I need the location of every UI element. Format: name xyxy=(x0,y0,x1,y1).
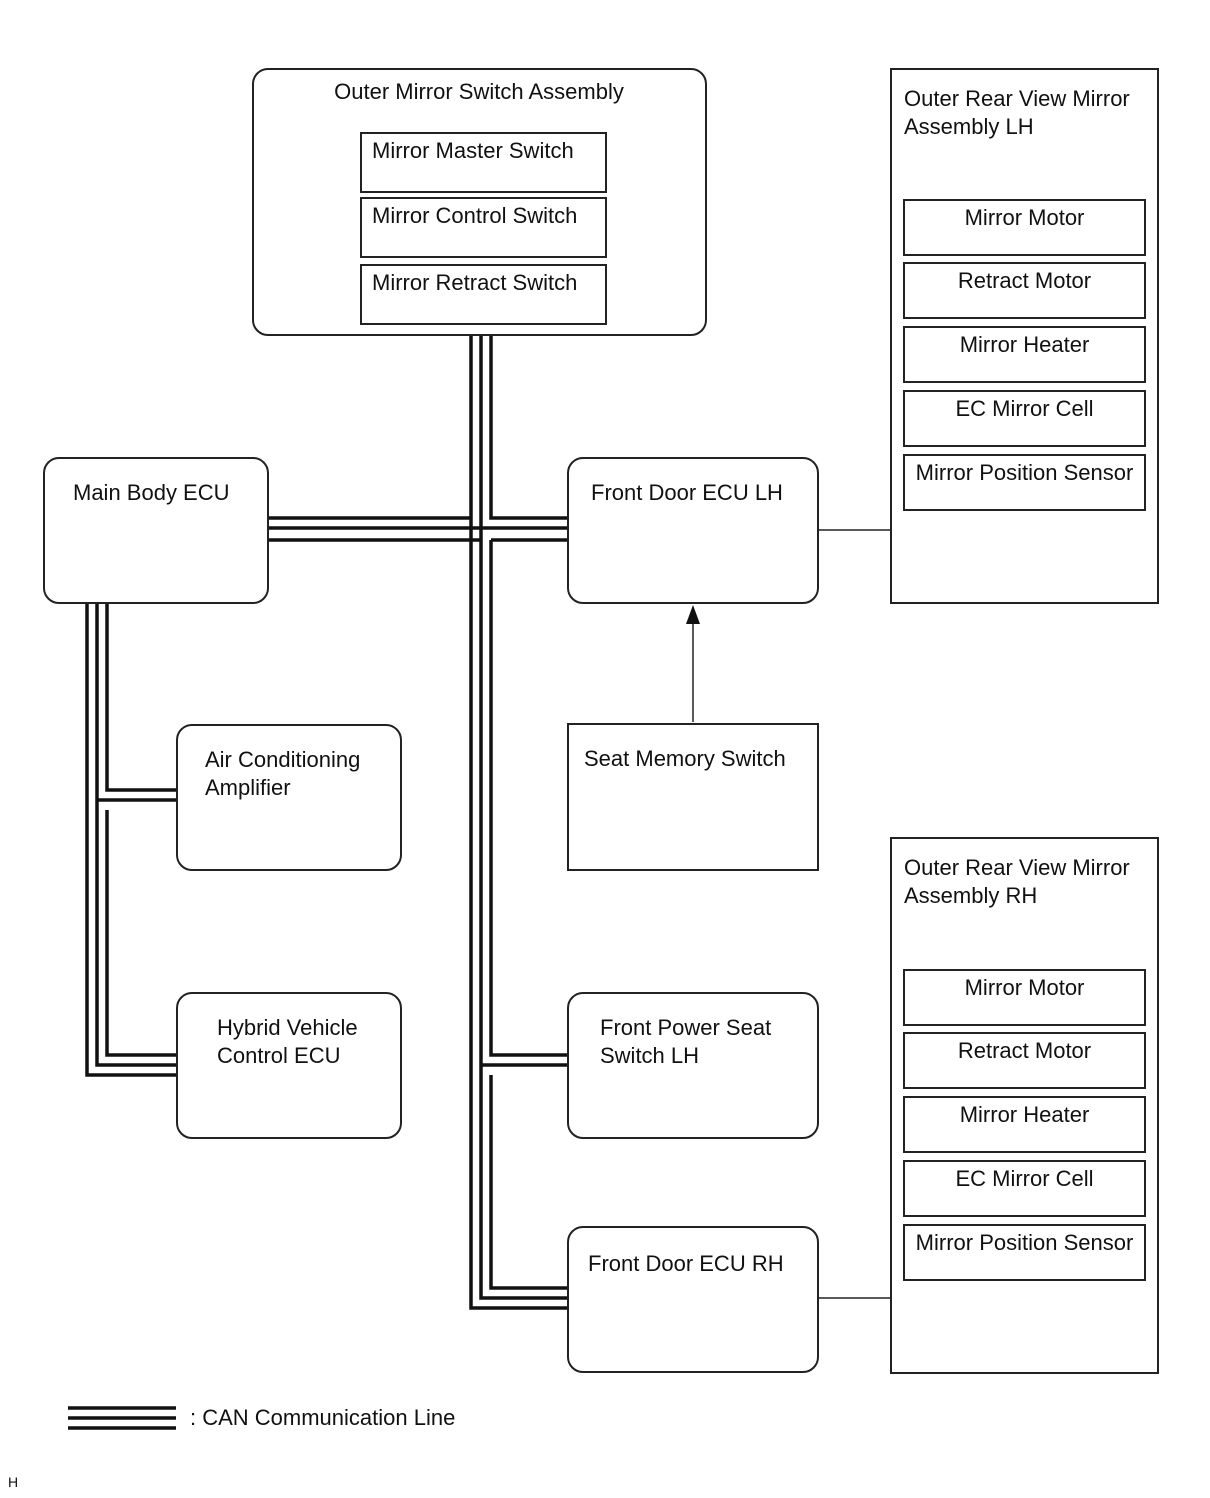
mirror-lh-ec-mirror-cell: EC Mirror Cell xyxy=(903,390,1146,447)
hybrid-vehicle-control-ecu-label: Hybrid Vehicle Control ECU xyxy=(217,1015,358,1068)
mirror-lh-mirror-position-sensor: Mirror Position Sensor xyxy=(903,454,1146,511)
can-line-middle-a xyxy=(479,336,568,1300)
front-door-ecu-lh: Front Door ECU LH xyxy=(567,457,819,604)
mirror-lh-mirror-heater: Mirror Heater xyxy=(903,326,1146,383)
mirror-rh-mirror-position-sensor: Mirror Position Sensor xyxy=(903,1224,1146,1281)
air-conditioning-amplifier: Air Conditioning Amplifier xyxy=(176,724,402,871)
seat-memory-switch: Seat Memory Switch xyxy=(567,723,819,871)
mirror-lh-mirror-motor: Mirror Motor xyxy=(903,199,1146,256)
outer-mirror-switch-assembly-title: Outer Mirror Switch Assembly xyxy=(334,79,624,104)
seat-memory-switch-label: Seat Memory Switch xyxy=(584,746,786,771)
corner-mark: H xyxy=(8,1474,19,1490)
mirror-control-switch: Mirror Control Switch xyxy=(360,197,607,258)
front-power-seat-switch-lh: Front Power Seat Switch LH xyxy=(567,992,819,1139)
main-body-ecu: Main Body ECU xyxy=(43,457,269,604)
mirror-rh-mirror-heater: Mirror Heater xyxy=(903,1096,1146,1153)
front-door-ecu-lh-label: Front Door ECU LH xyxy=(591,480,783,505)
can-line-inner-c xyxy=(489,540,568,1290)
mirror-master-switch: Mirror Master Switch xyxy=(360,132,607,193)
front-door-ecu-rh: Front Door ECU RH xyxy=(567,1226,819,1373)
legend-can-communication-line: : CAN Communication Line xyxy=(190,1405,456,1430)
legend-line xyxy=(68,1406,176,1430)
can-line-left-outer xyxy=(85,603,176,1077)
mirror-rh-title: Outer Rear View Mirror Assembly RH xyxy=(904,855,1130,908)
hybrid-vehicle-control-ecu: Hybrid Vehicle Control ECU xyxy=(176,992,402,1139)
can-line-outer xyxy=(268,336,568,1310)
can-line-left-middle xyxy=(95,603,176,1067)
can-line-left-inner xyxy=(105,603,176,1057)
arrowhead-icon xyxy=(686,605,700,624)
mirror-rh-mirror-motor: Mirror Motor xyxy=(903,969,1146,1026)
front-door-ecu-rh-label: Front Door ECU RH xyxy=(588,1251,784,1276)
mirror-rh-retract-motor: Retract Motor xyxy=(903,1032,1146,1089)
front-power-seat-switch-lh-label: Front Power Seat Switch LH xyxy=(600,1015,772,1068)
mirror-retract-switch: Mirror Retract Switch xyxy=(360,264,607,325)
mirror-lh-retract-motor: Retract Motor xyxy=(903,262,1146,319)
main-body-ecu-label: Main Body ECU xyxy=(73,480,230,505)
air-conditioning-amplifier-label: Air Conditioning Amplifier xyxy=(205,747,361,800)
can-line-inner-a xyxy=(489,336,568,520)
mirror-rh-ec-mirror-cell: EC Mirror Cell xyxy=(903,1160,1146,1217)
mirror-lh-title: Outer Rear View Mirror Assembly LH xyxy=(904,86,1130,139)
